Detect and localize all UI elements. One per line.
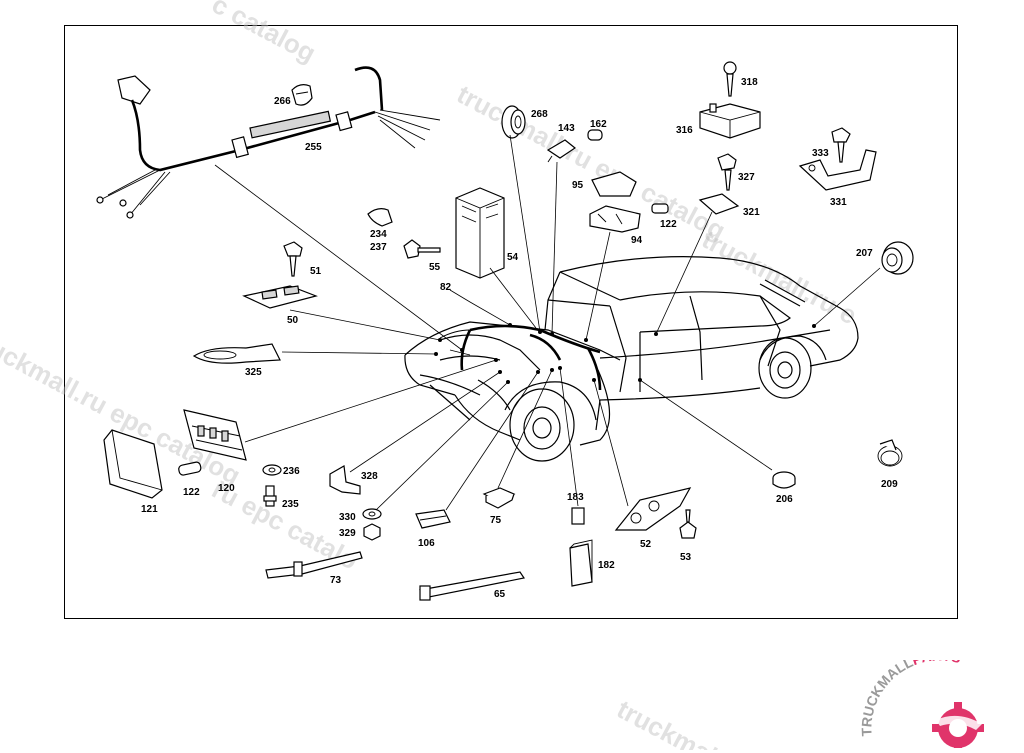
part-94-holder[interactable] [589,205,641,233]
logo-graphic: TRUCKMALLPARTS [858,647,984,752]
callout-65: 65 [494,589,506,600]
callout-318: 318 [741,77,758,88]
callout-235: 235 [282,499,299,510]
callout-51: 51 [310,266,322,277]
part-121-cover[interactable] [103,429,163,499]
part-330-washer[interactable] [362,508,382,520]
callout-53: 53 [680,552,692,563]
part-318-screw[interactable] [723,61,737,97]
callout-331: 331 [830,197,847,208]
part-206-plug[interactable] [772,471,796,489]
callout-55: 55 [429,262,441,273]
part-122-plug[interactable] [651,203,669,214]
callout-321: 321 [743,207,760,218]
callout-328: 328 [361,471,378,482]
callout-122-top: 122 [660,219,677,230]
callout-82: 82 [440,282,452,293]
callout-162: 162 [590,119,607,130]
callout-234: 234 [370,229,387,240]
callout-255: 255 [305,142,322,153]
part-325-strap[interactable] [192,343,281,364]
logo-brand-main: TRUCKMALL [858,660,915,737]
diagram-frame [64,25,958,619]
callout-182: 182 [598,560,615,571]
callout-329: 329 [339,528,356,539]
watermark-text: truckmall.ru [612,694,757,750]
callout-122-left: 122 [183,487,200,498]
part-255-wiring-harness[interactable] [96,66,441,219]
callout-207: 207 [856,248,873,259]
part-183-fuse[interactable] [571,507,585,525]
part-65-cable-tie[interactable] [419,571,525,601]
callout-54: 54 [507,252,519,263]
callout-labels: 266 255 268 143 162 318 316 327 333 331 … [141,77,898,600]
callout-95: 95 [572,180,584,191]
callout-333: 333 [812,148,829,159]
part-333-bolt[interactable] [831,127,851,163]
callout-120: 120 [218,483,235,494]
car-outline [404,256,859,462]
part-236-washer[interactable] [262,464,282,476]
logo-brand-accent: PARTS [910,660,963,668]
callout-75: 75 [490,515,502,526]
part-182-relay[interactable] [569,539,593,587]
part-209-clamp[interactable] [877,439,903,467]
callout-206: 206 [776,494,793,505]
callout-143: 143 [558,123,575,134]
part-143-lamp-socket[interactable] [546,139,577,163]
callout-121: 121 [141,504,158,515]
callout-330: 330 [339,512,356,523]
watermark-text: c catalog [207,0,321,68]
truckmall-parts-logo[interactable]: TRUCKMALLPARTS [858,647,1018,752]
part-328-bracket[interactable] [329,465,361,495]
part-75-holder[interactable] [482,487,516,509]
callout-106: 106 [418,538,435,549]
callout-325: 325 [245,367,262,378]
part-51-bolt[interactable] [283,241,303,277]
part-55-screw[interactable] [403,239,441,259]
callout-237: 237 [370,242,387,253]
callout-52: 52 [640,539,652,550]
callout-236: 236 [283,466,300,477]
callout-268: 268 [531,109,548,120]
watermark-text: truckmall.ru e [697,224,862,331]
part-268-grommet[interactable] [501,105,526,139]
part-50-plate[interactable] [242,285,318,309]
part-234-clip[interactable] [367,208,393,227]
callout-50: 50 [287,315,299,326]
callout-266: 266 [274,96,291,107]
part-235-stud[interactable] [263,485,277,507]
callout-327: 327 [738,172,755,183]
leader-dots [434,323,816,384]
part-54-connector-block[interactable] [455,187,505,279]
part-106-relay[interactable] [415,509,451,529]
part-331-bracket[interactable] [798,149,877,191]
part-52-plate[interactable] [614,487,692,531]
part-329-nut[interactable] [363,523,381,541]
part-207-socket[interactable] [881,241,914,275]
callout-94: 94 [631,235,643,246]
gear-icon [932,702,984,752]
part-266-clip[interactable] [291,84,313,106]
part-316-relay[interactable] [699,103,761,139]
part-120-fuse-holder[interactable] [183,409,247,461]
part-162-bulb[interactable] [587,129,603,141]
part-122-plug-left[interactable] [178,461,202,476]
callout-316: 316 [676,125,693,136]
callout-73: 73 [330,575,342,586]
part-327-bolt[interactable] [717,153,737,191]
part-95-cover[interactable] [591,171,637,197]
part-73-cable-tie[interactable] [265,551,363,579]
callout-209: 209 [881,479,898,490]
part-321-plate[interactable] [698,193,740,215]
part-53-screw[interactable] [679,509,697,539]
callout-183: 183 [567,492,584,503]
leader-lines [214,134,881,511]
